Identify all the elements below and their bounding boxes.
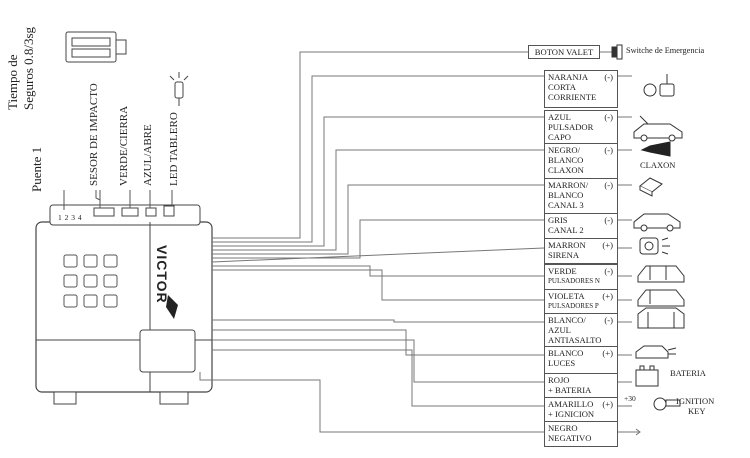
wire-terminal-line: AZUL	[548, 325, 571, 335]
wire-terminal-line: PULSADORES P	[548, 302, 599, 310]
plus30-label: +30	[624, 394, 636, 403]
wire-terminal-line: CLAXON	[548, 165, 584, 175]
ignition-label-2: KEY	[688, 406, 706, 416]
wire-terminal-line: LUCES	[548, 358, 576, 368]
led-icon	[169, 72, 189, 106]
wire-terminal-line: VERDE	[548, 266, 577, 276]
car-side-icon	[633, 213, 681, 232]
switch-emergencia-label: Switche de Emergencia	[626, 46, 705, 55]
wire-polarity: (+)	[602, 348, 613, 358]
wire-terminal-line: CANAL 3	[548, 200, 584, 210]
wire-terminal-line: CANAL 2	[548, 225, 584, 235]
label-puente: Puente 1	[29, 146, 44, 192]
label-sensor-impacto: SESOR DE IMPACTO	[88, 83, 100, 186]
wire-terminal-line: ANTIASALTO	[548, 335, 602, 345]
boton-valet-box: BOTON VALET	[528, 45, 600, 59]
seguros-timer-icon	[65, 31, 127, 63]
valet-switch-icon	[611, 44, 623, 60]
wire-terminal-line: CORTA	[548, 82, 576, 92]
wire-polarity: (+)	[602, 291, 613, 301]
wire-polarity: (+)	[602, 399, 613, 409]
headlights-icon	[635, 345, 677, 359]
wire-terminal-line: CORRIENTE	[548, 92, 597, 102]
wire-terminal-line: AZUL	[548, 112, 571, 122]
pins-label: 1 2 3 4	[58, 213, 83, 222]
wire-terminal-line: + IGNICION	[548, 409, 595, 419]
brand-name: VICTOR	[154, 245, 170, 304]
top-leader-lines	[63, 190, 173, 210]
wire-terminal-line: NEGRO	[548, 423, 578, 433]
label-seguros: Seguros 0.8/3sg	[21, 26, 36, 110]
wire-polarity: (-)	[604, 180, 613, 190]
wire-terminal-line: MARRON	[548, 240, 586, 250]
wire-terminal-line: PULSADORES N	[548, 277, 600, 285]
wire-polarity: (-)	[604, 145, 613, 155]
wire-terminal-line: BLANCO	[548, 190, 584, 200]
top-connectors	[93, 205, 175, 217]
wire-polarity: (+)	[602, 240, 613, 250]
relay-icon	[639, 177, 663, 197]
claxon-label: CLAXON	[640, 160, 676, 170]
siren-icon	[639, 237, 670, 255]
label-led-tablero: LED TABLERO	[168, 112, 180, 186]
wire-terminal-line: NEGATIVO	[548, 433, 592, 443]
wire-terminal-line: GRIS	[548, 215, 568, 225]
door-open-icon	[637, 265, 685, 283]
ignition-label-1: IGNITION	[676, 396, 715, 406]
ignition-key-icon	[653, 397, 681, 411]
label-verde-cierra: VERDE/CIERRA	[118, 105, 130, 186]
wire-terminal-line: BLANCO/	[548, 315, 586, 325]
wire-terminal-line: NEGRO/	[548, 145, 580, 155]
wire-polarity: (-)	[604, 112, 613, 122]
brand-logo-icon	[166, 295, 178, 319]
label-tiempo: Tiempo de	[5, 54, 20, 111]
wire-terminal-line: BLANCO	[548, 155, 584, 165]
horn-icon	[640, 141, 671, 157]
wire-terminal-line: PULSADOR	[548, 122, 594, 132]
wire-polarity: (-)	[604, 72, 613, 82]
keypad-grid	[63, 254, 118, 308]
wire-polarity: (-)	[604, 315, 613, 325]
wire-polarity: (-)	[604, 215, 613, 225]
label-azul-abre: AZUL/ABRE	[142, 124, 154, 186]
wire-terminal-line: NARANJA	[548, 72, 589, 82]
wire-terminal-line: AMARILLO	[548, 399, 594, 409]
wire-terminal-line: MARRON/	[548, 180, 589, 190]
wire-terminal-line: ROJO	[548, 375, 570, 385]
wire-terminal-line: VIOLETA	[548, 291, 585, 301]
car-hood-icon	[633, 115, 683, 142]
wire-polarity: (-)	[604, 266, 613, 276]
wire-terminal-line: SIRENA	[548, 250, 580, 260]
battery-icon	[635, 365, 659, 387]
alarm-module	[35, 204, 213, 405]
wire-terminal-line: CAPO	[548, 132, 571, 142]
door-open-passenger-icon	[637, 289, 685, 307]
car-top-icon	[637, 307, 685, 329]
starter-motor-icon	[643, 74, 675, 97]
wire-terminal-box: AMARILLO+ IGNICION (+)	[544, 397, 618, 423]
wire-terminal-box: ROJO+ BATERIA	[544, 373, 618, 399]
wire-terminal-line: BLANCO	[548, 348, 584, 358]
wire-harness	[199, 51, 641, 436]
bateria-label: BATERIA	[670, 368, 706, 378]
wire-terminal-line: + BATERIA	[548, 385, 592, 395]
